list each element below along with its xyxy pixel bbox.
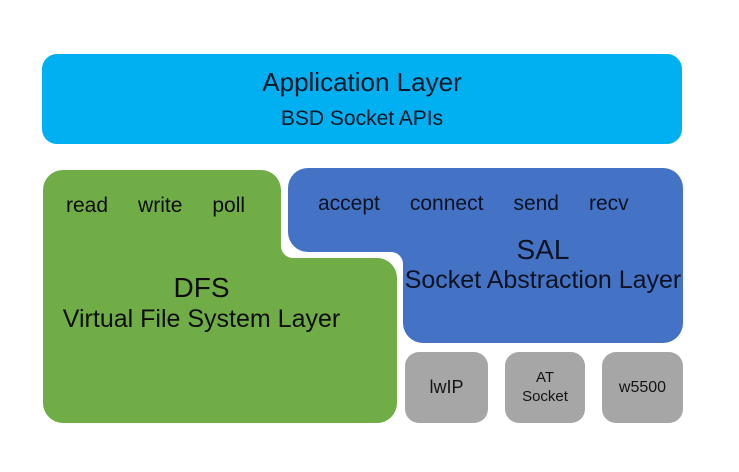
- sal-op-connect: connect: [409, 192, 484, 215]
- sal-op-send: send: [513, 192, 559, 215]
- dfs-layer-shape: [43, 170, 397, 423]
- dfs-acronym: DFS: [173, 272, 230, 303]
- dfs-layer-name: Virtual File System Layer: [62, 305, 341, 333]
- sal-op-accept: accept: [318, 192, 380, 215]
- sal-acronym: SAL: [516, 234, 570, 265]
- dfs-ops-row: read write poll: [66, 194, 245, 218]
- dfs-op-write: write: [138, 194, 183, 217]
- backend-label-at-socket: AT Socket: [505, 352, 585, 423]
- backend-box-w5500: [602, 352, 683, 423]
- sal-layer-shape: [288, 168, 683, 343]
- sal-ops-row: accept connect send recv: [318, 192, 629, 216]
- application-layer-title: Application Layer: [262, 67, 462, 97]
- w5500-text: w5500: [618, 378, 667, 396]
- at-socket-text: AT Socket: [522, 368, 568, 405]
- sal-layer-name: Socket Abstraction Layer: [404, 266, 682, 294]
- bsd-socket-apis-label: BSD Socket APIs: [280, 107, 444, 130]
- backend-label-w5500: w5500: [602, 352, 683, 423]
- dfs-op-read: read: [66, 194, 109, 217]
- backend-box-lwip: [405, 352, 488, 423]
- lwip-text: lwIP: [429, 377, 464, 397]
- application-layer-box: [42, 54, 682, 144]
- backend-box-at-socket: [505, 352, 585, 423]
- sal-op-recv: recv: [588, 192, 629, 215]
- backend-label-lwip: lwIP: [405, 352, 488, 423]
- dfs-op-poll: poll: [212, 194, 246, 217]
